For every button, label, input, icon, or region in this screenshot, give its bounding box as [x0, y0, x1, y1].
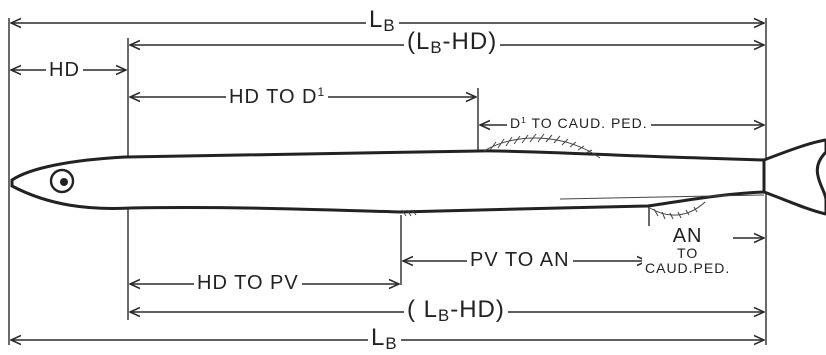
hd-to-d1-superscript: 1: [317, 85, 326, 99]
label-lb-minus-hd-bottom: ( LB-HD): [404, 298, 508, 325]
lb-minus-hd-rest: -HD): [442, 28, 498, 55]
label-lb-top: LB: [366, 8, 399, 35]
lb-minus-hd-bottom-subscript: B: [438, 306, 451, 326]
hd-text: HD: [49, 59, 80, 81]
caud-ped-text: CAUD.PED.: [645, 259, 731, 276]
to-text: TO: [677, 245, 699, 262]
caudal-fin: [762, 138, 826, 216]
eel-drawing: [10, 133, 826, 220]
label-an-to-caud-ped: AN TO CAUD.PED.: [642, 225, 734, 276]
label-d1-to-caud-ped: D1 TO CAUD. PED.: [507, 115, 651, 132]
label-lb-bottom: LB: [368, 326, 401, 353]
anal-fin: [649, 201, 706, 220]
to-caud-ped-text: TO CAUD. PED.: [531, 115, 648, 132]
dorsal-fin: [483, 133, 601, 159]
lb-letter: L: [369, 6, 384, 33]
eye: [49, 168, 75, 194]
lb-minus-hd-open: (L: [407, 28, 431, 55]
an-text: AN: [672, 225, 703, 247]
lb-minus-hd-bottom-rest: -HD): [450, 296, 505, 323]
d1-text: D: [510, 115, 522, 132]
hd-to-pv-text: HD TO PV: [197, 272, 299, 294]
eel-body: [10, 149, 766, 214]
label-hd: HD: [46, 60, 83, 80]
label-hd-to-pv: HD TO PV: [194, 273, 302, 293]
label-hd-to-d1: HD TO D1: [226, 85, 329, 109]
d1-superscript: 1: [521, 115, 527, 125]
lb-bottom-subscript: B: [385, 334, 398, 354]
label-lb-minus-hd-top: (LB-HD): [404, 28, 501, 58]
fin-seam: [559, 194, 765, 200]
lb-minus-hd-subscript: B: [430, 38, 443, 58]
pv-to-an-text: PV TO AN: [470, 249, 570, 271]
pelvic-fin: [401, 209, 417, 217]
hd-to-d1-text: HD TO D: [229, 86, 318, 109]
lb-minus-hd-bottom-open: ( L: [407, 296, 439, 323]
lb-subscript: B: [383, 16, 396, 36]
lb-bottom-letter: L: [371, 324, 386, 351]
label-pv-to-an: PV TO AN: [467, 250, 573, 270]
